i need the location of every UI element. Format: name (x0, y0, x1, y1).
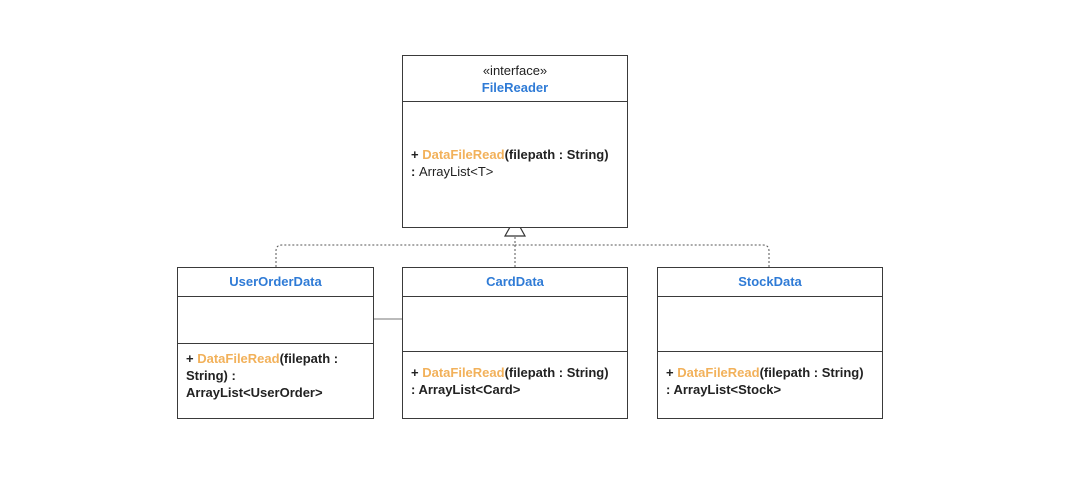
realization-line-userorder (275, 244, 515, 267)
methods-section: + DataFileRead(filepath : String) : Arra… (178, 344, 373, 407)
class-header: StockData (658, 268, 882, 297)
class-name: FileReader (481, 80, 549, 95)
class-header: UserOrderData (178, 268, 373, 297)
realization-line-stock (515, 244, 770, 267)
class-stockdata[interactable]: StockData + DataFileRead(filepath : Stri… (657, 267, 883, 419)
methods-section: + DataFileRead(filepath : String) : Arra… (403, 352, 627, 404)
attributes-section (178, 297, 373, 344)
method-return: : ArrayList<T> (411, 163, 619, 180)
class-carddata[interactable]: CardData + DataFileRead(filepath : Strin… (402, 267, 628, 419)
method-params: (filepath : String) (759, 365, 864, 380)
class-name: UserOrderData (229, 274, 322, 289)
method-params: (filepath : String) (504, 365, 609, 380)
class-filereader[interactable]: «interface» FileReader + DataFileRead(fi… (402, 55, 628, 228)
attributes-section (403, 297, 627, 352)
class-header: «interface» FileReader (403, 56, 627, 102)
method-return: : ArrayList<Stock> (666, 382, 782, 397)
method-visibility: + (186, 351, 198, 366)
method-return: : ArrayList<Card> (411, 382, 521, 397)
attributes-section (658, 297, 882, 352)
method-name: DataFileRead (197, 351, 280, 366)
method-visibility: + (411, 147, 423, 162)
class-header: CardData (403, 268, 627, 297)
method-return-type: ArrayList<T> (418, 164, 494, 179)
method-signature: + DataFileRead(filepath : String) (411, 364, 619, 381)
method-signature: + DataFileRead(filepath : (186, 350, 365, 367)
method-name: DataFileRead (422, 147, 505, 162)
class-name: CardData (486, 274, 544, 289)
method-signature: + DataFileRead(filepath : String) (666, 364, 874, 381)
method-params: (filepath : (279, 351, 339, 366)
method-name: DataFileRead (677, 365, 760, 380)
method-name: DataFileRead (422, 365, 505, 380)
class-name: StockData (738, 274, 802, 289)
method-signature: + DataFileRead(filepath : String) (411, 146, 619, 163)
methods-section: + DataFileRead(filepath : String) : Arra… (658, 352, 882, 404)
method-return-prefix: : (411, 164, 419, 179)
method-params: (filepath : String) (504, 147, 609, 162)
method-visibility: + (411, 365, 423, 380)
methods-section: + DataFileRead(filepath : String) : Arra… (403, 102, 627, 186)
method-return: ArrayList<UserOrder> (186, 385, 323, 400)
method-visibility: + (666, 365, 678, 380)
method-params-continued: String) : (186, 368, 236, 383)
stereotype-label: «interface» (482, 63, 548, 78)
class-userorderdata[interactable]: UserOrderData + DataFileRead(filepath : … (177, 267, 374, 419)
